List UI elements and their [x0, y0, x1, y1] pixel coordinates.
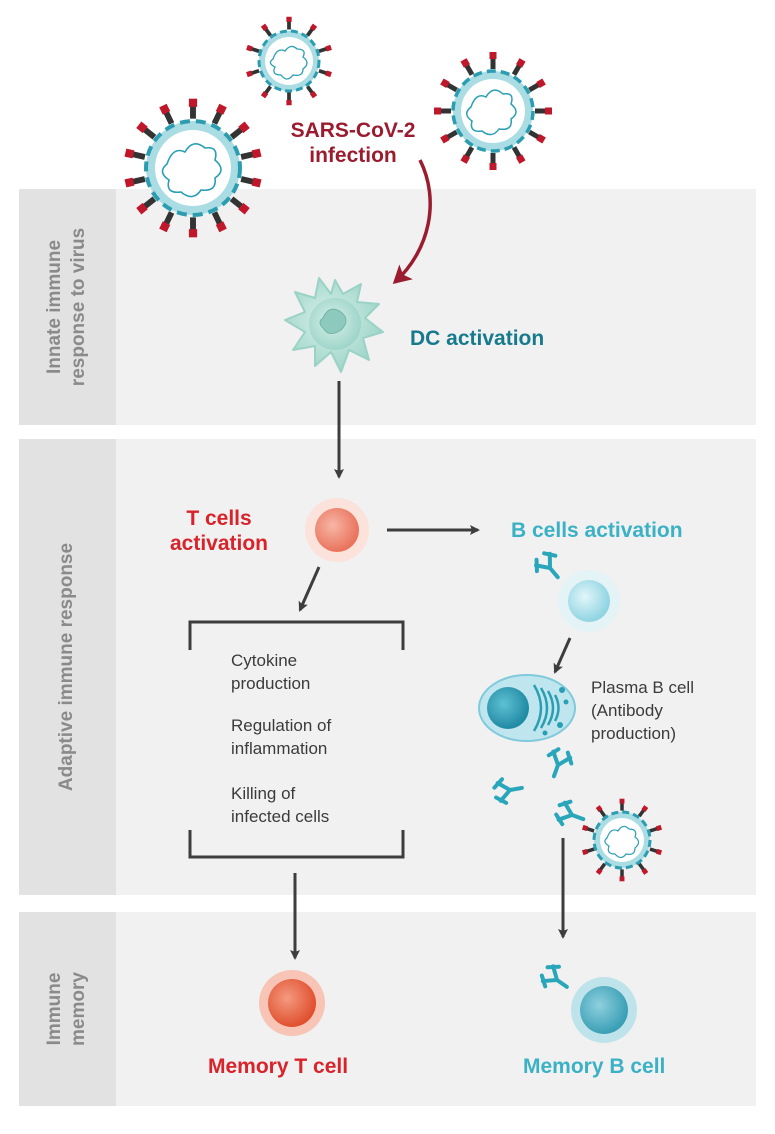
spike-protein: [637, 862, 649, 875]
spike-protein: [211, 211, 227, 233]
innate-band: Innate immune response to virus: [19, 189, 756, 425]
spike-protein: [511, 146, 526, 164]
arrow-b-to-plasma: [553, 637, 572, 674]
t-function-3: Killing of infected cells: [231, 784, 330, 826]
spike-protein: [229, 121, 250, 140]
memory-t-cell-label: Memory T cell: [208, 1055, 349, 1078]
spike-protein: [440, 129, 458, 144]
memory-b-cell-label: Memory B cell: [523, 1055, 666, 1078]
spike-protein: [136, 196, 157, 215]
spike-protein: [489, 153, 497, 170]
dc-activation-label: DC activation: [410, 327, 545, 350]
spike-protein: [211, 103, 227, 125]
functions-bracket: [188, 620, 405, 859]
virus-medium-right: [434, 52, 552, 170]
spike-protein: [318, 68, 332, 78]
infection-arrow: [392, 159, 432, 285]
spike-protein: [188, 98, 198, 119]
spike-protein: [159, 211, 175, 233]
spike-protein: [124, 176, 146, 188]
innate-band-tab: [19, 189, 116, 425]
spike-protein: [240, 176, 262, 188]
plasma-b-cell-label: Plasma B cell (Antibody production): [591, 678, 694, 743]
spike-protein: [619, 798, 625, 811]
spike-protein: [535, 107, 552, 115]
antibody-secreted-2: [546, 747, 574, 779]
spike-protein: [305, 23, 318, 37]
spike-protein: [528, 78, 546, 93]
plasma-b-cell: [478, 674, 576, 742]
spike-protein: [136, 121, 157, 140]
spike-protein: [286, 92, 292, 106]
spike-protein: [260, 85, 273, 99]
virus-bound: [581, 798, 663, 882]
spike-protein: [440, 78, 458, 93]
virus-small-top: [246, 16, 332, 106]
memory-t-cell: [259, 970, 325, 1036]
t-function-2: Regulation of inflammation: [231, 716, 332, 758]
spike-protein: [460, 58, 475, 76]
t-cells-activation-label: T cells activation: [169, 507, 269, 555]
spike-protein: [229, 196, 250, 215]
spike-protein: [581, 824, 595, 833]
memory-b-cell: [571, 977, 637, 1043]
t-function-1: Cytokine production: [231, 651, 311, 693]
spike-protein: [619, 869, 625, 882]
spike-protein: [489, 52, 497, 69]
spike-protein: [318, 44, 332, 54]
spike-protein: [649, 847, 663, 856]
spike-protein: [305, 85, 318, 99]
b-cell: [558, 570, 620, 632]
spike-protein: [246, 44, 260, 54]
spike-protein: [649, 824, 663, 833]
spike-protein: [528, 129, 546, 144]
spike-protein: [188, 217, 198, 238]
spike-protein: [595, 862, 607, 875]
b-cells-activation-label: B cells activation: [511, 519, 683, 542]
spike-protein: [124, 148, 146, 160]
antibody-b-activation: [534, 551, 560, 580]
spike-protein: [159, 103, 175, 125]
dendritic-cell: [284, 277, 384, 373]
antibody-secreted-1: [492, 777, 524, 805]
spike-protein: [286, 16, 292, 30]
spike-protein: [595, 805, 607, 818]
arrow-t-to-functions: [298, 566, 321, 612]
virus-large: [124, 98, 262, 238]
antibody-memory-b: [539, 964, 569, 989]
infection-label: SARS-CoV-2 infection: [290, 119, 416, 167]
memory-band-tab: [19, 912, 116, 1106]
antibody-bound: [554, 799, 586, 827]
spike-protein: [581, 847, 595, 856]
spike-protein: [260, 23, 273, 37]
spike-protein: [434, 107, 451, 115]
spike-protein: [460, 146, 475, 164]
spike-protein: [246, 68, 260, 78]
spike-protein: [240, 148, 262, 160]
spike-protein: [511, 58, 526, 76]
spike-protein: [637, 805, 649, 818]
t-cell: [305, 498, 369, 562]
adaptive-band-tab: [19, 439, 116, 895]
